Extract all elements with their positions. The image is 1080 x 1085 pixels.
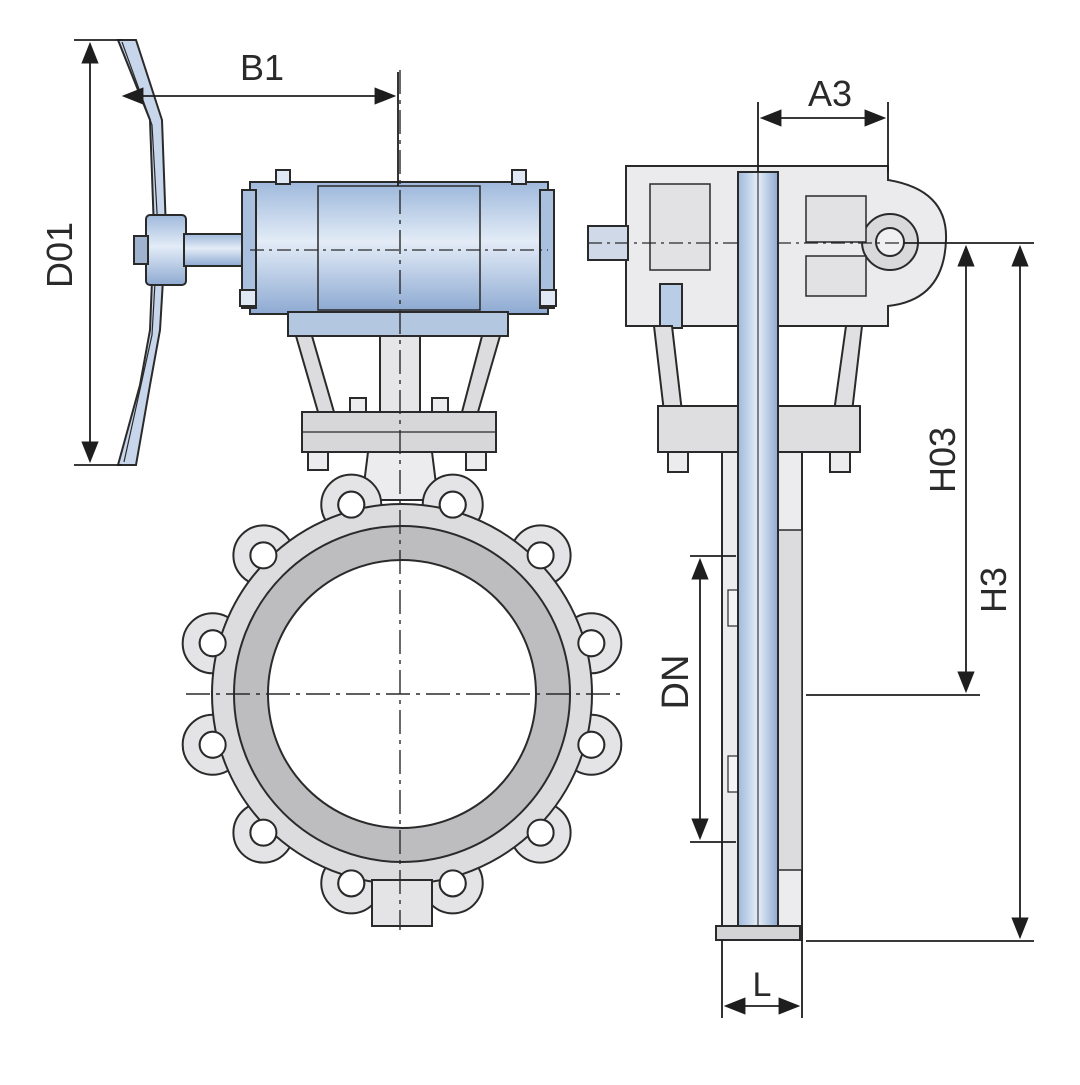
- label-h03: H03: [922, 427, 963, 493]
- bolt-hole: [337, 490, 366, 519]
- label-d01: D01: [39, 222, 80, 288]
- bolt-hole: [249, 541, 278, 570]
- side-view: [587, 165, 948, 941]
- bolt-hole: [526, 818, 555, 847]
- bolt-hole: [337, 869, 366, 898]
- label-h3: H3: [973, 567, 1014, 613]
- bolt-hole: [438, 490, 467, 519]
- yoke-bracket-front: [294, 335, 502, 471]
- input-shaft: [183, 233, 253, 267]
- bolt-hole: [198, 730, 227, 759]
- bolt-hole: [577, 730, 606, 759]
- label-b1: B1: [240, 47, 284, 88]
- bolt-hole: [198, 629, 227, 658]
- front-view: [116, 39, 626, 930]
- bolt-hole: [438, 869, 467, 898]
- gearbox-side: [587, 165, 948, 327]
- gearbox-front: [239, 169, 557, 337]
- bottom-trunnion: [371, 879, 433, 927]
- bolt-hole: [526, 541, 555, 570]
- handwheel: [116, 39, 187, 466]
- bolt-hole: [577, 629, 606, 658]
- lug-body-front: [181, 473, 623, 927]
- dimension-labels: D01 B1 A3 H03 H3 DN L: [39, 47, 1014, 1004]
- label-l: L: [753, 966, 772, 1004]
- bolt-hole: [249, 818, 278, 847]
- label-a3: A3: [808, 73, 852, 114]
- dimension-lines: [74, 39, 1034, 1018]
- label-dn: DN: [655, 655, 697, 710]
